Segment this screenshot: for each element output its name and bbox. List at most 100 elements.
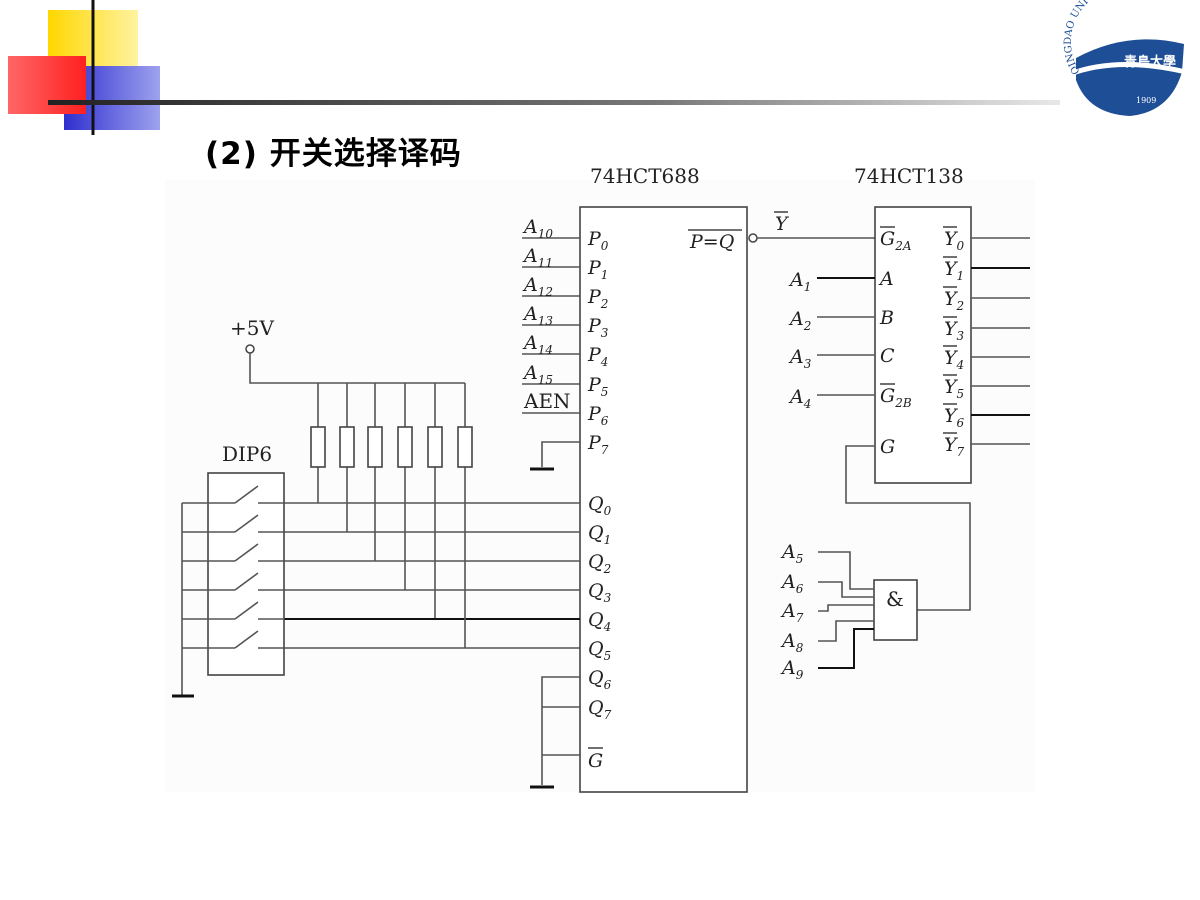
and-input-label-4-main: A	[780, 657, 796, 679]
chip1-pin-p1-main: P	[587, 257, 602, 279]
chip2-input-3: C	[880, 345, 895, 367]
chip1-pin-p0: P0	[587, 228, 609, 253]
chip2-input-4-main: G	[880, 385, 895, 407]
and-input-label-4-sub: 9	[796, 668, 804, 682]
chip2-output-1-sub: 1	[957, 269, 965, 283]
switch-blade-1	[234, 514, 259, 533]
chip1-pin-q2-main: Q	[588, 551, 604, 573]
chip2-signal-3: A3	[788, 346, 812, 371]
dip-body	[207, 472, 285, 676]
chip1-output-label: P=Q	[689, 231, 734, 253]
chip1-signal-5-sub: 15	[538, 373, 553, 387]
chip2-output-1: Y1	[944, 258, 964, 283]
chip1-pin-q2: Q2	[588, 551, 611, 576]
chip2-signal-2-sub: 2	[803, 319, 812, 333]
and-input-label-3-sub: 8	[796, 641, 804, 655]
chip1-signal-3: A13	[522, 303, 553, 328]
chip1-pin-p1-sub: 1	[601, 268, 609, 282]
logo-chinese: 青島大學	[1124, 54, 1176, 70]
chip2-output-2-main: Y	[944, 288, 959, 310]
chip1-pin-p1: P1	[587, 257, 608, 282]
chip2-input-2-main: B	[879, 307, 894, 329]
chip2-signal-4-sub: 4	[803, 397, 812, 411]
and-input-label-0: A5	[780, 541, 803, 566]
chip2-signal-1: A1	[788, 269, 811, 294]
chip1-signal-2: A12	[522, 274, 553, 299]
chip2-name: 74HCT138	[854, 164, 964, 188]
chip1-signal-1: A11	[522, 245, 553, 270]
chip1-signal-0: A10	[522, 216, 553, 241]
supply-bus	[249, 353, 465, 384]
chip2-signal-4: A4	[788, 386, 811, 411]
pullup-resistor-2	[367, 426, 383, 468]
chip1-pin-q0-sub: 0	[604, 504, 612, 518]
and-input-wire-0	[818, 551, 874, 590]
chip2-input-0-sub: 2A	[894, 239, 912, 253]
chip1-pin-q1-main: Q	[588, 522, 604, 544]
deco-red-square	[8, 56, 86, 114]
chip1-pin-p5-sub: 5	[601, 385, 609, 399]
and-input-label-1: A6	[780, 571, 804, 596]
and-input-label-0-main: A	[780, 541, 796, 563]
chip1-pin-p4-sub: 4	[600, 355, 609, 369]
and-gate	[873, 579, 918, 641]
chip1-signal-4-main: A	[522, 332, 538, 354]
chip1-pin-q3-sub: 3	[604, 591, 612, 605]
chip1-pin-q3: Q3	[588, 580, 612, 605]
chip2-output-1-main: Y	[944, 258, 959, 280]
pullup-resistor-1	[339, 426, 355, 468]
university-logo: QINGDAO UNIVERSITY 青島大學 1909	[1063, 0, 1192, 118]
and-input-label-1-sub: 6	[796, 582, 804, 596]
chip1-pin-p7: P7	[587, 432, 609, 457]
chip1-pin-q4-main: Q	[588, 609, 604, 631]
chip2-output-5-main: Y	[944, 376, 959, 398]
chip2-input-1-main: A	[878, 268, 894, 290]
chip1-signal-2-sub: 12	[538, 285, 553, 299]
switch-blade-0	[234, 485, 259, 504]
chip2-output-0-sub: 0	[957, 239, 965, 253]
chip2-output-4-sub: 4	[956, 358, 965, 372]
chip1-pin-p2: P2	[587, 286, 608, 311]
chip2-output-2: Y2	[944, 288, 964, 313]
chip2-input-5-main: G	[880, 436, 895, 458]
chip2-output-3-sub: 3	[957, 329, 965, 343]
chip2-input-4: G2B	[880, 385, 912, 410]
chip2-input-0-main: G	[880, 228, 895, 250]
g-enable-wire	[845, 445, 971, 611]
chip1-pin-q7: Q7	[588, 697, 612, 722]
chip1-pin-p0-sub: 0	[601, 239, 609, 253]
and-input-wire-4	[818, 628, 874, 669]
chip1-pin-q4: Q4	[588, 609, 611, 634]
header-rule	[48, 100, 1060, 105]
chip2-output-0-main: Y	[944, 228, 959, 250]
chip2-input-0: G2A	[880, 228, 912, 253]
chip2-output-0: Y0	[944, 228, 965, 253]
supply-terminal	[245, 344, 255, 354]
chip2-input-4-sub: 2B	[894, 396, 912, 410]
chip2-output-7: Y7	[944, 434, 965, 459]
pullup-resistor-3	[397, 426, 413, 468]
chip1-pin-q7-main: Q	[588, 697, 604, 719]
chip1-pin-p7-sub: 7	[601, 443, 609, 457]
chip1-pin-q2-sub: 2	[603, 562, 612, 576]
pullup-resistor-4	[427, 426, 443, 468]
dip-label: DIP6	[222, 442, 272, 466]
chip1-pin-p5-main: P	[587, 374, 602, 396]
chip1-signal-0-sub: 10	[538, 227, 554, 241]
chip2-output-2-sub: 2	[956, 299, 965, 313]
chip1-signal-4-sub: 14	[538, 343, 553, 357]
supply-label: +5V	[230, 316, 274, 340]
chip1-output-bubble	[748, 233, 758, 243]
and-input-label-2: A7	[780, 600, 804, 625]
chip1-signal-5-main: A	[522, 362, 538, 384]
chip2-signal-2-main: A	[788, 308, 804, 330]
chip1-pin-p3-sub: 3	[601, 326, 609, 340]
chip1-g-pin: G	[588, 750, 603, 772]
and-input-wire-3	[818, 620, 874, 642]
pullup-resistor-0	[310, 426, 326, 468]
chip1-pin-q7-sub: 7	[604, 708, 612, 722]
chip1-pin-q6-main: Q	[588, 667, 604, 689]
chip2-signal-1-sub: 1	[804, 280, 812, 294]
chip2-output-6: Y6	[944, 405, 965, 430]
